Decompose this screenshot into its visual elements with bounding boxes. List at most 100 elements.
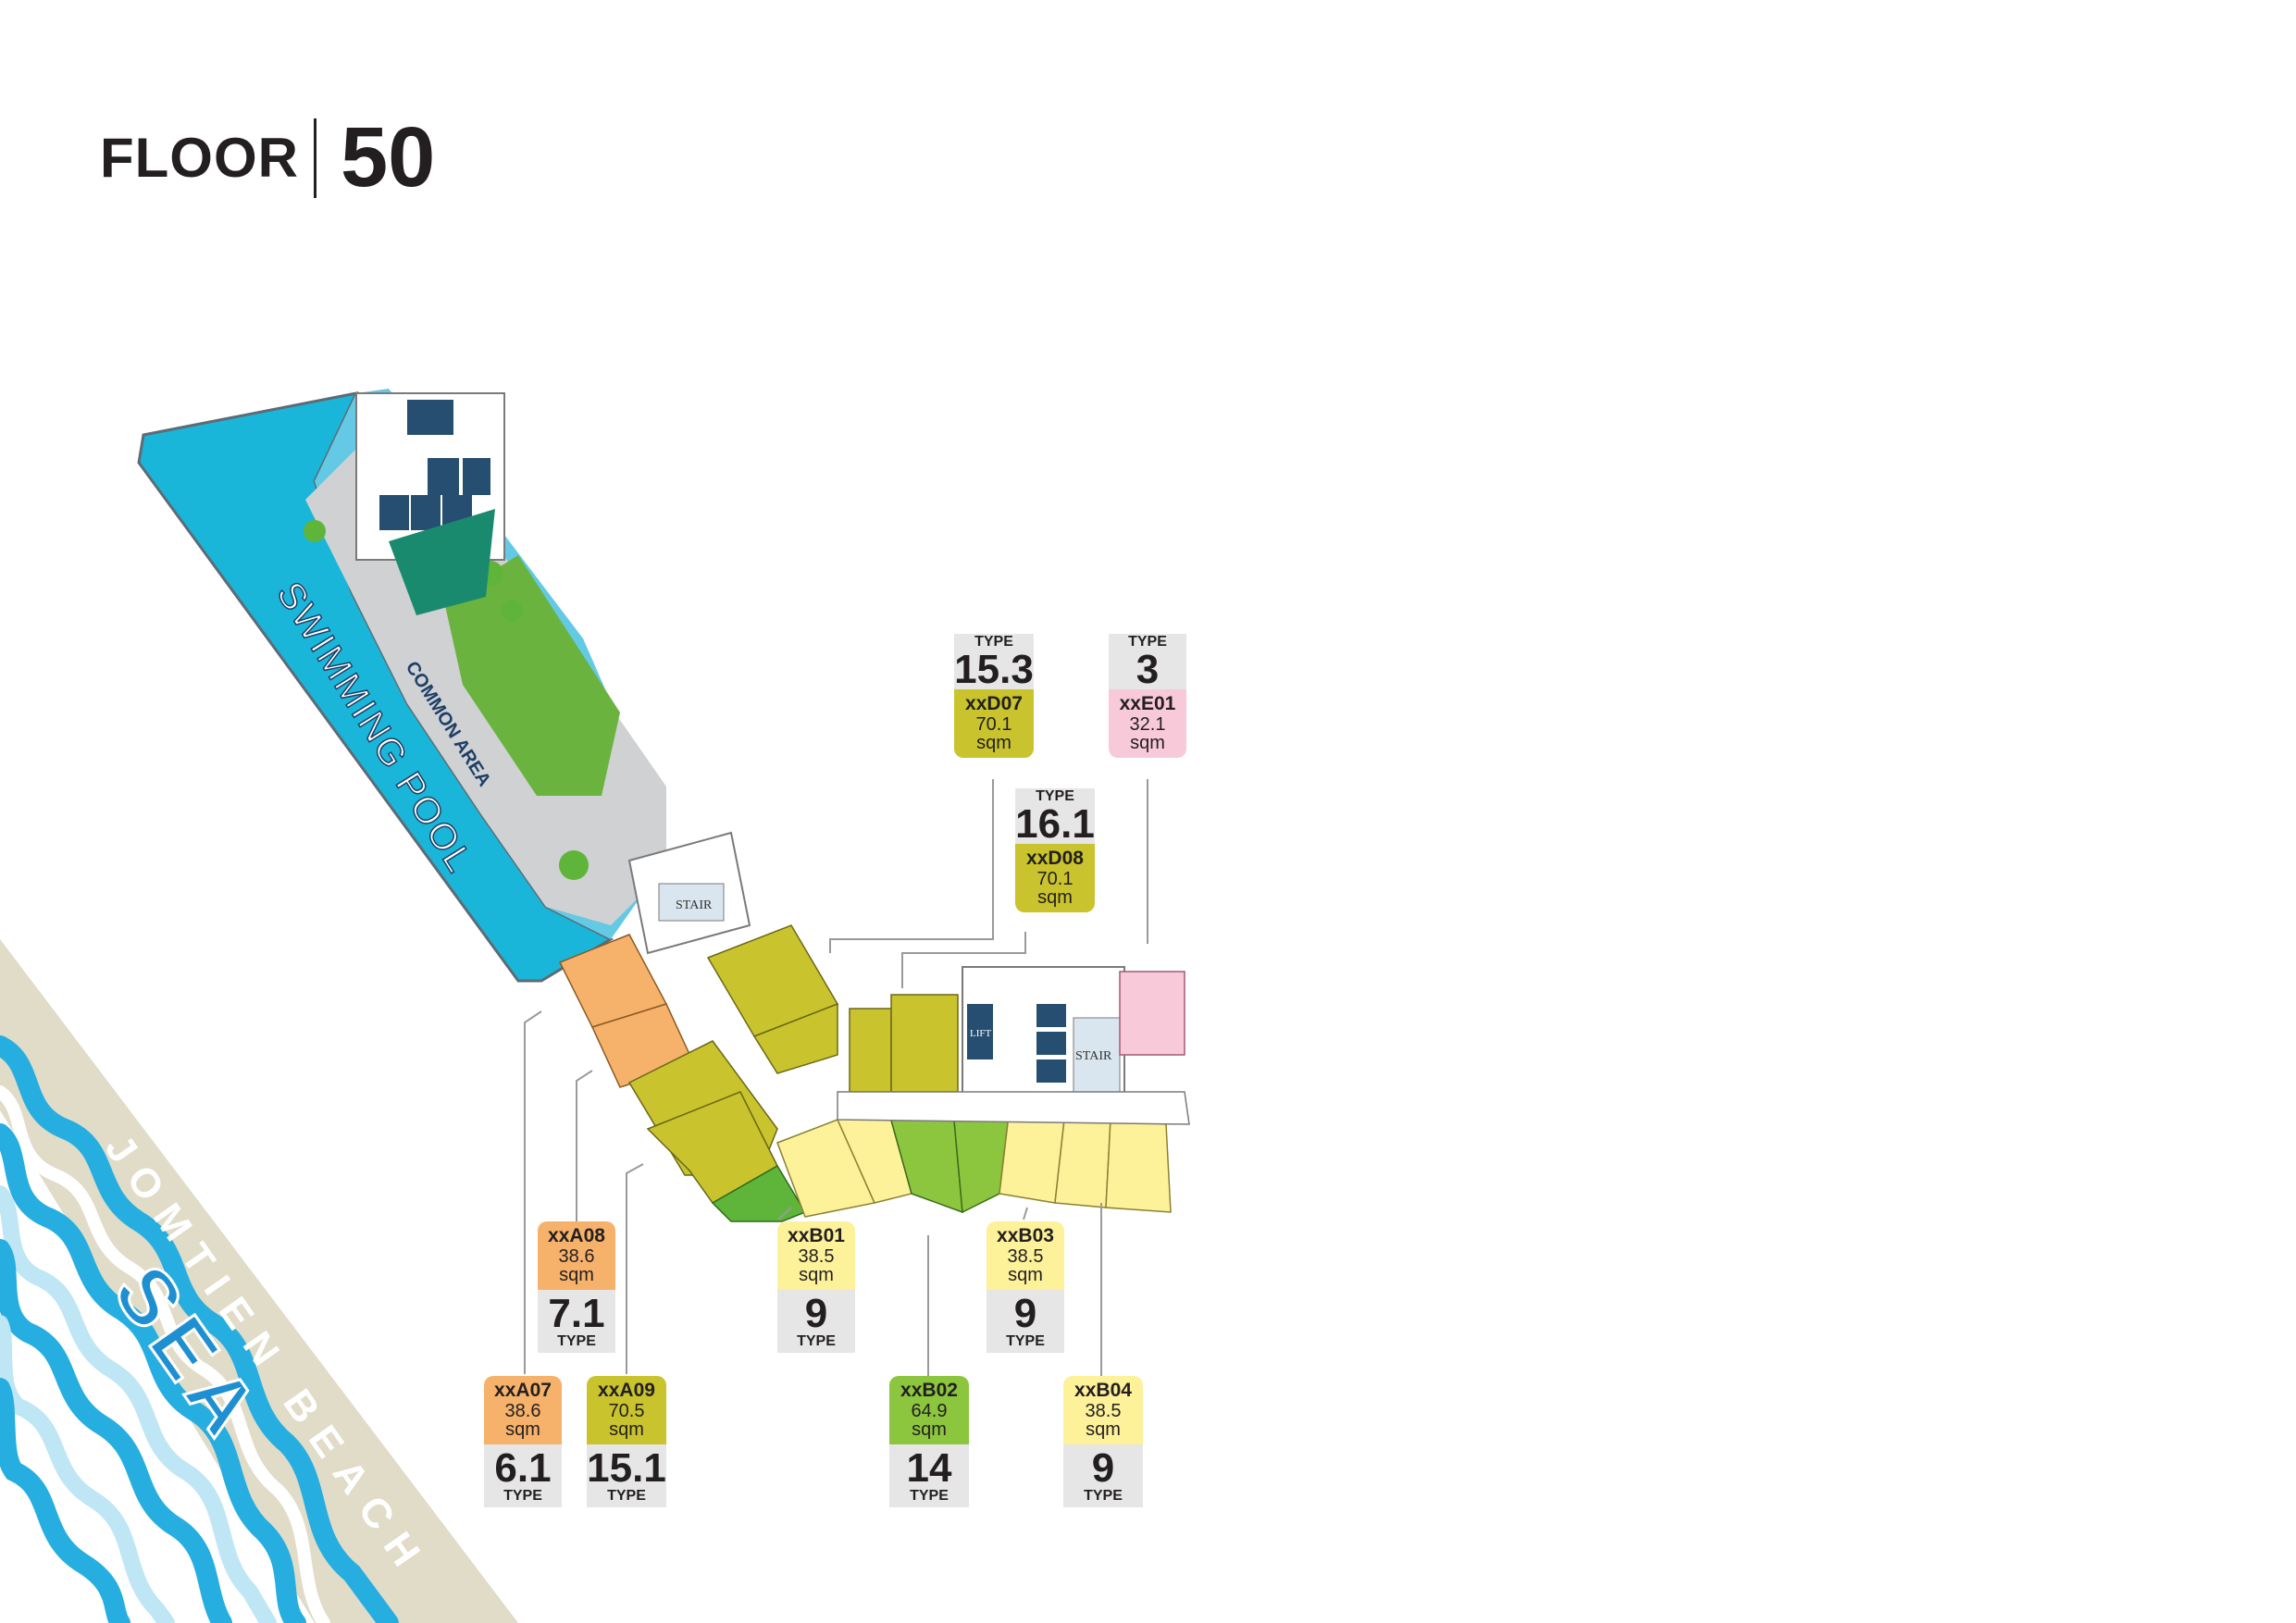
lift-shaft — [411, 495, 441, 530]
unit-card-xxD08[interactable]: TYPE 16.1 xxD08 70.1 sqm — [1015, 788, 1095, 912]
unit-block: xxA07 38.6 sqm — [484, 1376, 562, 1444]
stair-block — [658, 883, 725, 922]
type-block: TYPE 16.1 — [1015, 788, 1095, 847]
beach-strip — [0, 939, 518, 1623]
unit-card-xxA09[interactable]: xxA09 70.5 sqm 15.1 TYPE — [587, 1376, 666, 1507]
type-label: TYPE — [974, 634, 1013, 650]
unit-sqm: sqm — [1008, 1265, 1043, 1285]
unit-code: xxA07 — [494, 1380, 552, 1401]
type-number: 9 — [804, 1291, 828, 1336]
lift-shaft — [1036, 1059, 1066, 1083]
unit-xxB03-area — [999, 1114, 1065, 1204]
type-block: 9 TYPE — [777, 1290, 855, 1353]
type-block: 6.1 TYPE — [484, 1444, 562, 1507]
corridor-south — [837, 1091, 1190, 1125]
type-block: TYPE 15.3 — [954, 634, 1034, 692]
type-number: 6.1 — [494, 1445, 552, 1491]
unit-area: 70.1 — [975, 714, 1012, 735]
sky-garden-block — [389, 509, 495, 615]
unit-block: xxB01 38.5 sqm — [777, 1221, 855, 1290]
unit-code: xxE01 — [1119, 693, 1176, 714]
unit-block: xxD08 70.1 sqm — [1015, 844, 1095, 912]
type-number: 7.1 — [548, 1291, 605, 1336]
unit-sqm: sqm — [559, 1265, 594, 1285]
divider — [313, 118, 316, 198]
type-block: 14 TYPE — [889, 1444, 969, 1507]
unit-code: xxA09 — [598, 1380, 655, 1401]
unit-xxD07-area — [890, 994, 959, 1093]
unit-area: 70.5 — [608, 1401, 645, 1421]
unit-card-xxB02[interactable]: xxB02 64.9 sqm 14 TYPE — [889, 1376, 969, 1507]
stair-label: STAIR — [1075, 1049, 1112, 1063]
lift-shaft — [407, 400, 453, 435]
unit-sqm: sqm — [505, 1419, 540, 1440]
tree — [304, 520, 326, 542]
unit-area: 32.1 — [1129, 714, 1166, 735]
unit-area: 38.6 — [558, 1246, 595, 1267]
unit-code: xxA08 — [548, 1225, 605, 1246]
unit-xxB04-area — [1105, 1119, 1172, 1213]
unit-card-xxB01[interactable]: xxB01 38.5 sqm 9 TYPE — [777, 1221, 855, 1353]
type-number: 3 — [1136, 647, 1160, 692]
unit-area: 38.5 — [1085, 1401, 1122, 1421]
type-block: 15.1 TYPE — [587, 1444, 666, 1507]
type-label: TYPE — [797, 1333, 836, 1349]
lift-shaft — [463, 458, 490, 495]
type-label: TYPE — [503, 1488, 542, 1504]
unit-card-xxA08[interactable]: xxA08 38.6 sqm 7.1 TYPE — [538, 1221, 615, 1353]
unit-south-green — [952, 1109, 1010, 1214]
type-number: 15.1 — [587, 1445, 666, 1491]
type-label: TYPE — [910, 1488, 949, 1504]
type-number: 9 — [1091, 1445, 1115, 1491]
floor-label: FLOOR — [100, 127, 299, 189]
type-block: TYPE 3 — [1109, 634, 1186, 692]
unit-xxD08-area — [849, 1008, 892, 1093]
unit-north-olive — [752, 1002, 838, 1074]
leader-lines — [524, 779, 1148, 1379]
unit-area: 38.5 — [1007, 1246, 1044, 1267]
unit-sqm: sqm — [799, 1265, 834, 1285]
type-block: 9 TYPE — [987, 1290, 1064, 1353]
sea-waves — [0, 1035, 399, 1623]
unit-code: xxB03 — [997, 1225, 1054, 1246]
type-label: TYPE — [1128, 634, 1167, 650]
lift-label: LIFT — [970, 1028, 992, 1039]
type-number: 15.3 — [954, 647, 1034, 692]
unit-area: 70.1 — [1036, 869, 1074, 889]
unit-card-xxB04[interactable]: xxB04 38.5 sqm 9 TYPE — [1063, 1376, 1143, 1507]
type-label: TYPE — [607, 1488, 646, 1504]
lift-shaft — [967, 1004, 993, 1059]
unit-code: xxB01 — [788, 1225, 845, 1246]
floor-number: 50 — [340, 110, 436, 204]
unit-area: 64.9 — [911, 1401, 948, 1421]
common-lawn — [444, 555, 620, 796]
unit-west-green — [711, 1164, 807, 1222]
unit-code: xxD07 — [965, 693, 1023, 714]
type-label: TYPE — [557, 1333, 596, 1349]
lift-shaft — [379, 495, 409, 530]
unit-card-xxD07[interactable]: TYPE 15.3 xxD07 70.1 sqm — [954, 634, 1034, 758]
unit-code: xxD08 — [1026, 848, 1084, 869]
unit-block: xxB02 64.9 sqm — [889, 1376, 969, 1444]
unit-block: xxA08 38.6 sqm — [538, 1221, 615, 1290]
unit-sqm: sqm — [609, 1419, 644, 1440]
type-number: 14 — [906, 1445, 952, 1491]
type-number: 16.1 — [1015, 801, 1095, 847]
unit-card-xxE01[interactable]: TYPE 3 xxE01 32.1 sqm — [1109, 634, 1186, 758]
unit-card-xxB03[interactable]: xxB03 38.5 sqm 9 TYPE — [987, 1221, 1064, 1353]
unit-block: xxB03 38.5 sqm — [987, 1221, 1064, 1290]
tree — [501, 600, 523, 622]
unit-block: xxE01 32.1 sqm — [1109, 689, 1186, 758]
stair-label: STAIR — [676, 898, 713, 912]
unit-sqm: sqm — [1037, 887, 1073, 908]
unit-sqm: sqm — [1086, 1419, 1121, 1440]
type-label: TYPE — [1036, 788, 1074, 804]
unit-sqm: sqm — [912, 1419, 947, 1440]
lift-shaft — [1036, 1032, 1066, 1055]
unit-sqm: sqm — [976, 733, 1011, 753]
unit-code: xxB02 — [900, 1380, 958, 1401]
unit-south-yellow — [1054, 1119, 1111, 1208]
unit-card-xxA07[interactable]: xxA07 38.6 sqm 6.1 TYPE — [484, 1376, 562, 1507]
unit-area: 38.5 — [798, 1246, 835, 1267]
